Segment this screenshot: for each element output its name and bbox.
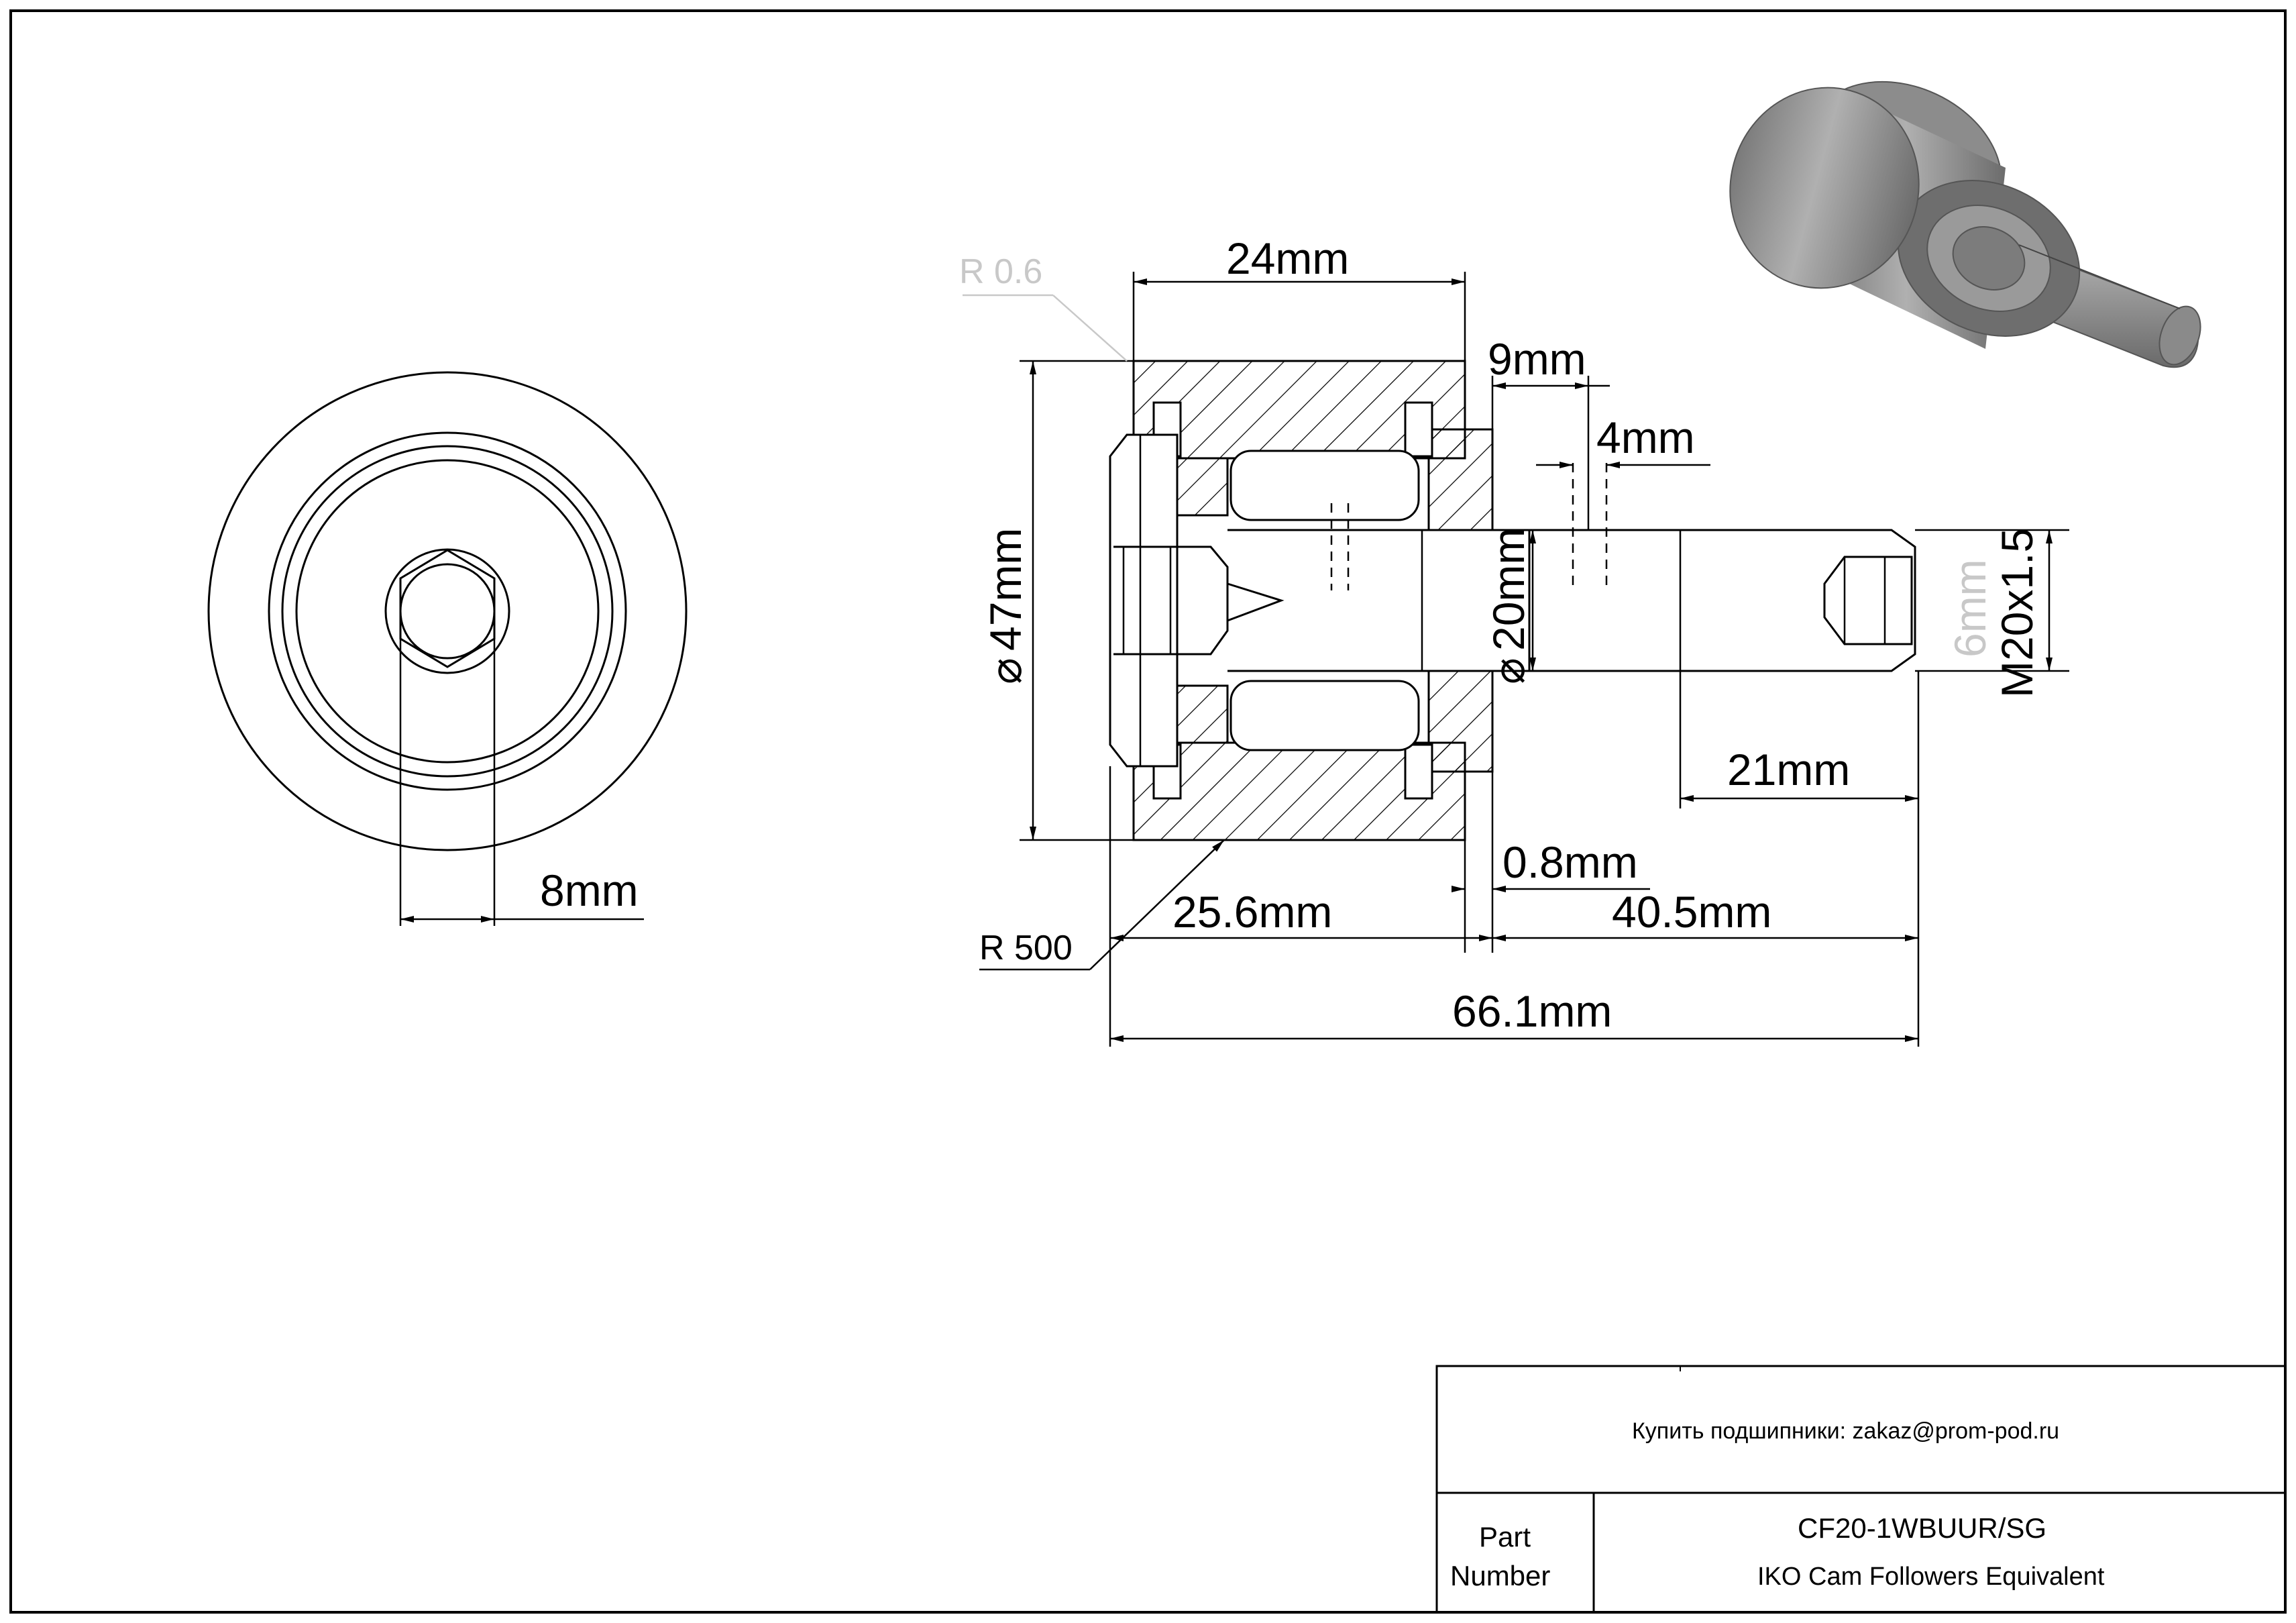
dim-hex-8: 8mm (540, 866, 639, 915)
dia-symbol-20: ⌀ (1484, 658, 1533, 684)
dim-24: 24mm (1226, 233, 1349, 283)
dim-25-6: 25.6mm (1172, 887, 1332, 937)
title-part-label-1: Part (1479, 1521, 1531, 1553)
dim-21: 21mm (1727, 745, 1850, 794)
dim-dia-20: 20mm (1484, 528, 1533, 651)
title-contact: Купить подшипники: zakaz@prom-pod.ru (1632, 1418, 2059, 1444)
dim-0-8: 0.8mm (1502, 837, 1638, 887)
sheet-border (9, 9, 2287, 1614)
section-view (1109, 360, 1916, 841)
title-part-label-2: Number (1450, 1560, 1550, 1591)
front-view (207, 371, 688, 926)
dim-dia-47: 47mm (981, 528, 1030, 651)
dim-9: 9mm (1488, 334, 1586, 384)
title-part-number: CF20-1WBUUR/SG (1798, 1512, 2046, 1544)
dim-66-1: 66.1mm (1452, 986, 1612, 1036)
dim-r500: R 500 (979, 929, 1073, 967)
dim-r06: R 0.6 (959, 252, 1042, 291)
title-block (1435, 1365, 2287, 1614)
part-3d-render (1729, 81, 2201, 368)
hex-socket (399, 549, 496, 668)
dim-hex-6: 6mm (1945, 559, 1995, 658)
dim-40-5: 40.5mm (1612, 887, 1771, 937)
dim-4: 4mm (1596, 413, 1695, 462)
dia-symbol-47: ⌀ (981, 658, 1030, 684)
dim-thread: M20x1.5 (1992, 528, 2042, 698)
dimension-lines (963, 272, 2069, 1047)
title-description: IKO Cam Followers Equivalent (1757, 1563, 2105, 1591)
